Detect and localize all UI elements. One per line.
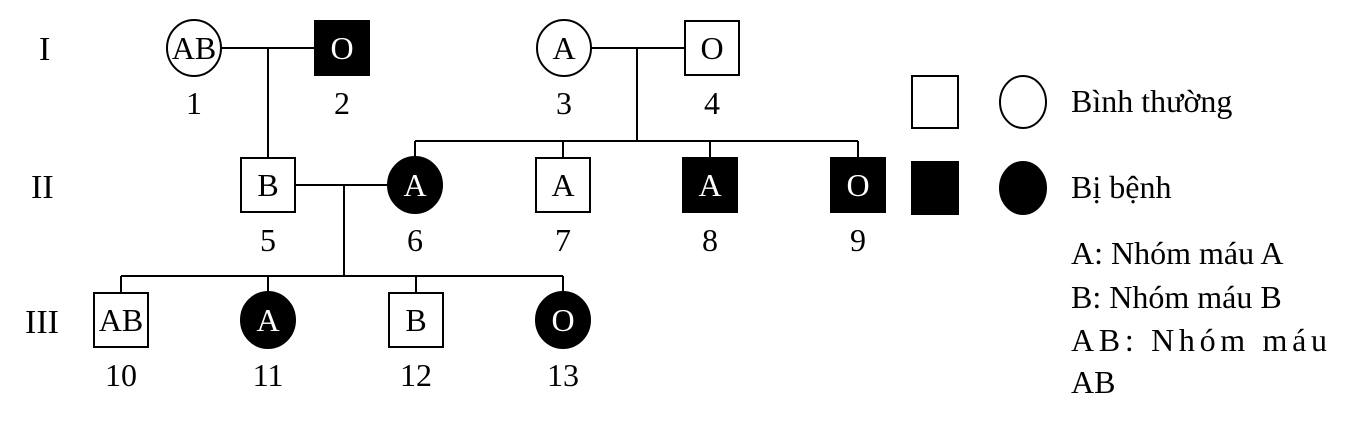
blood-type-label-2: O [330,30,353,66]
blood-type-label-3: A [552,30,575,66]
individual-number-5: 5 [260,222,276,258]
blood-type-label-9: O [846,167,869,203]
individual-3: A3 [536,19,592,121]
legend-blood-type-line-1: A: Nhóm máu A [1071,235,1283,271]
female-symbol-3 [536,19,592,77]
individual-number-3: 3 [556,85,572,121]
blood-type-label-8: A [698,167,721,203]
generation-label-I: I [39,31,50,68]
legend-blood-type-line-3: AB: Nhóm máu [1071,322,1327,358]
individual-number-7: 7 [555,222,571,258]
individual-6: A6 [387,156,443,258]
individual-number-8: 8 [702,222,718,258]
legend: Bình thường Bị bệnh A: Nhóm máu A B: Nhó… [911,75,1327,400]
legend-female-normal-symbol [999,75,1047,129]
individual-number-13: 13 [547,357,579,393]
blood-type-label-12: B [405,302,426,338]
individual-12: B 12 [388,292,444,393]
individual-number-11: 11 [253,357,284,393]
legend-normal-label: Bình thường [1071,83,1232,119]
individual-number-10: 10 [105,357,137,393]
individual-9: O9 [830,157,886,258]
male-symbol-4 [684,20,740,76]
blood-type-label-7: A [551,167,574,203]
generation-label-III: III [25,304,59,341]
individual-1: AB 1 [166,19,222,121]
legend-affected-label: Bị bệnh [1071,169,1171,205]
blood-type-label-11: A [256,302,279,338]
individual-8: A8 [682,157,738,258]
male-symbol-5 [240,157,296,213]
individual-2: O2 [314,20,370,121]
individual-number-6: 6 [407,222,423,258]
male-symbol-2 [314,20,370,76]
legend-male-affected-symbol [911,161,959,215]
individual-number-2: 2 [334,85,350,121]
male-symbol-8 [682,157,738,213]
individual-13: O 13 [535,291,591,393]
female-symbol-1 [166,19,222,77]
generation-labels: I II III [25,31,59,341]
blood-type-label-5: B [257,167,278,203]
individual-5: B5 [240,157,296,258]
individual-4: O4 [684,20,740,121]
female-symbol-11 [240,291,296,349]
male-symbol-9 [830,157,886,213]
male-symbol-12 [388,292,444,348]
blood-type-label-6: A [403,167,426,203]
individual-10: AB 10 [93,292,149,393]
female-symbol-6 [387,156,443,214]
individual-11: A 11 [240,291,296,393]
blood-type-label-10: AB [99,302,143,338]
legend-male-normal-symbol [911,75,959,129]
legend-female-affected-symbol [999,161,1047,215]
blood-type-label-1: AB [172,30,216,66]
male-symbol-7 [535,157,591,213]
individual-7: A7 [535,157,591,258]
pedigree-lines [120,47,859,292]
blood-type-label-4: O [700,30,723,66]
blood-type-label-13: O [551,302,574,338]
individual-number-12: 12 [400,357,432,393]
generation-label-II: II [31,169,54,206]
individual-number-1: 1 [186,85,202,121]
individual-number-4: 4 [704,85,720,121]
female-symbol-13 [535,291,591,349]
legend-blood-type-line-4: AB [1071,364,1115,400]
legend-blood-type-line-2: B: Nhóm máu B [1071,279,1282,315]
individual-number-9: 9 [850,222,866,258]
male-symbol-10 [93,292,149,348]
